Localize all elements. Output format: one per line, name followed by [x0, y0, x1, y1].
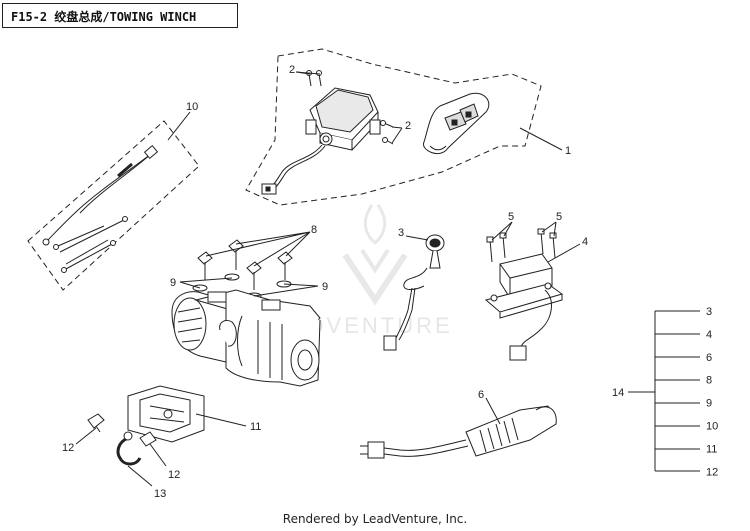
callout-1: 1 — [565, 145, 571, 157]
callout-5a: 5 — [508, 211, 514, 223]
screws-5 — [486, 228, 557, 263]
kit-list-item: 11 — [706, 443, 717, 455]
diagram-title: F15-2 绞盘总成/TOWING WINCH — [11, 10, 197, 24]
kit-list-item: 4 — [706, 329, 712, 341]
callout-5b: 5 — [556, 211, 562, 223]
control-box — [261, 87, 381, 195]
callout-2a: 2 — [289, 64, 295, 76]
title-box: F15-2 绞盘总成/TOWING WINCH — [2, 3, 238, 28]
fairlead-11 — [127, 385, 205, 443]
kit-list-bracket — [628, 310, 700, 472]
callout-9b: 9 — [322, 281, 328, 293]
callout-9a: 9 — [170, 277, 176, 289]
callout-12a: 12 — [62, 442, 74, 454]
relay-4 — [484, 253, 564, 361]
kit-list-item: 9 — [706, 398, 712, 410]
callout-4: 4 — [582, 236, 588, 248]
callout-13: 13 — [154, 488, 166, 500]
callout-14: 14 — [612, 387, 624, 399]
kit-list-item: 8 — [706, 375, 712, 387]
kit-list-item: 6 — [706, 352, 712, 364]
handheld-remote-6 — [360, 405, 557, 459]
watermark-logo — [342, 204, 408, 306]
leader-lines — [75, 71, 581, 487]
callout-10: 10 — [186, 101, 198, 113]
kit-list-item: 10 — [706, 421, 718, 433]
callout-12b: 12 — [168, 469, 180, 481]
callout-8: 8 — [311, 224, 317, 236]
footer-credit: Rendered by LeadVenture, Inc. — [282, 512, 468, 526]
callout-6: 6 — [478, 389, 484, 401]
controller-group-outline — [245, 48, 542, 206]
callout-2b: 2 — [405, 120, 411, 132]
screw-2-lower — [380, 120, 394, 145]
switch-3 — [383, 234, 445, 351]
cable-assembly — [27, 120, 200, 291]
callout-11: 11 — [250, 421, 261, 433]
bolts-12 — [87, 413, 157, 447]
winch-body — [171, 289, 321, 387]
kit-list-item: 3 — [706, 306, 712, 318]
remote-fob — [423, 92, 490, 154]
kit-list-items: 3 4 6 8 9 10 11 12 — [706, 306, 718, 478]
callout-3: 3 — [398, 227, 404, 239]
kit-list-item: 12 — [706, 466, 718, 478]
hook-13 — [116, 431, 142, 466]
